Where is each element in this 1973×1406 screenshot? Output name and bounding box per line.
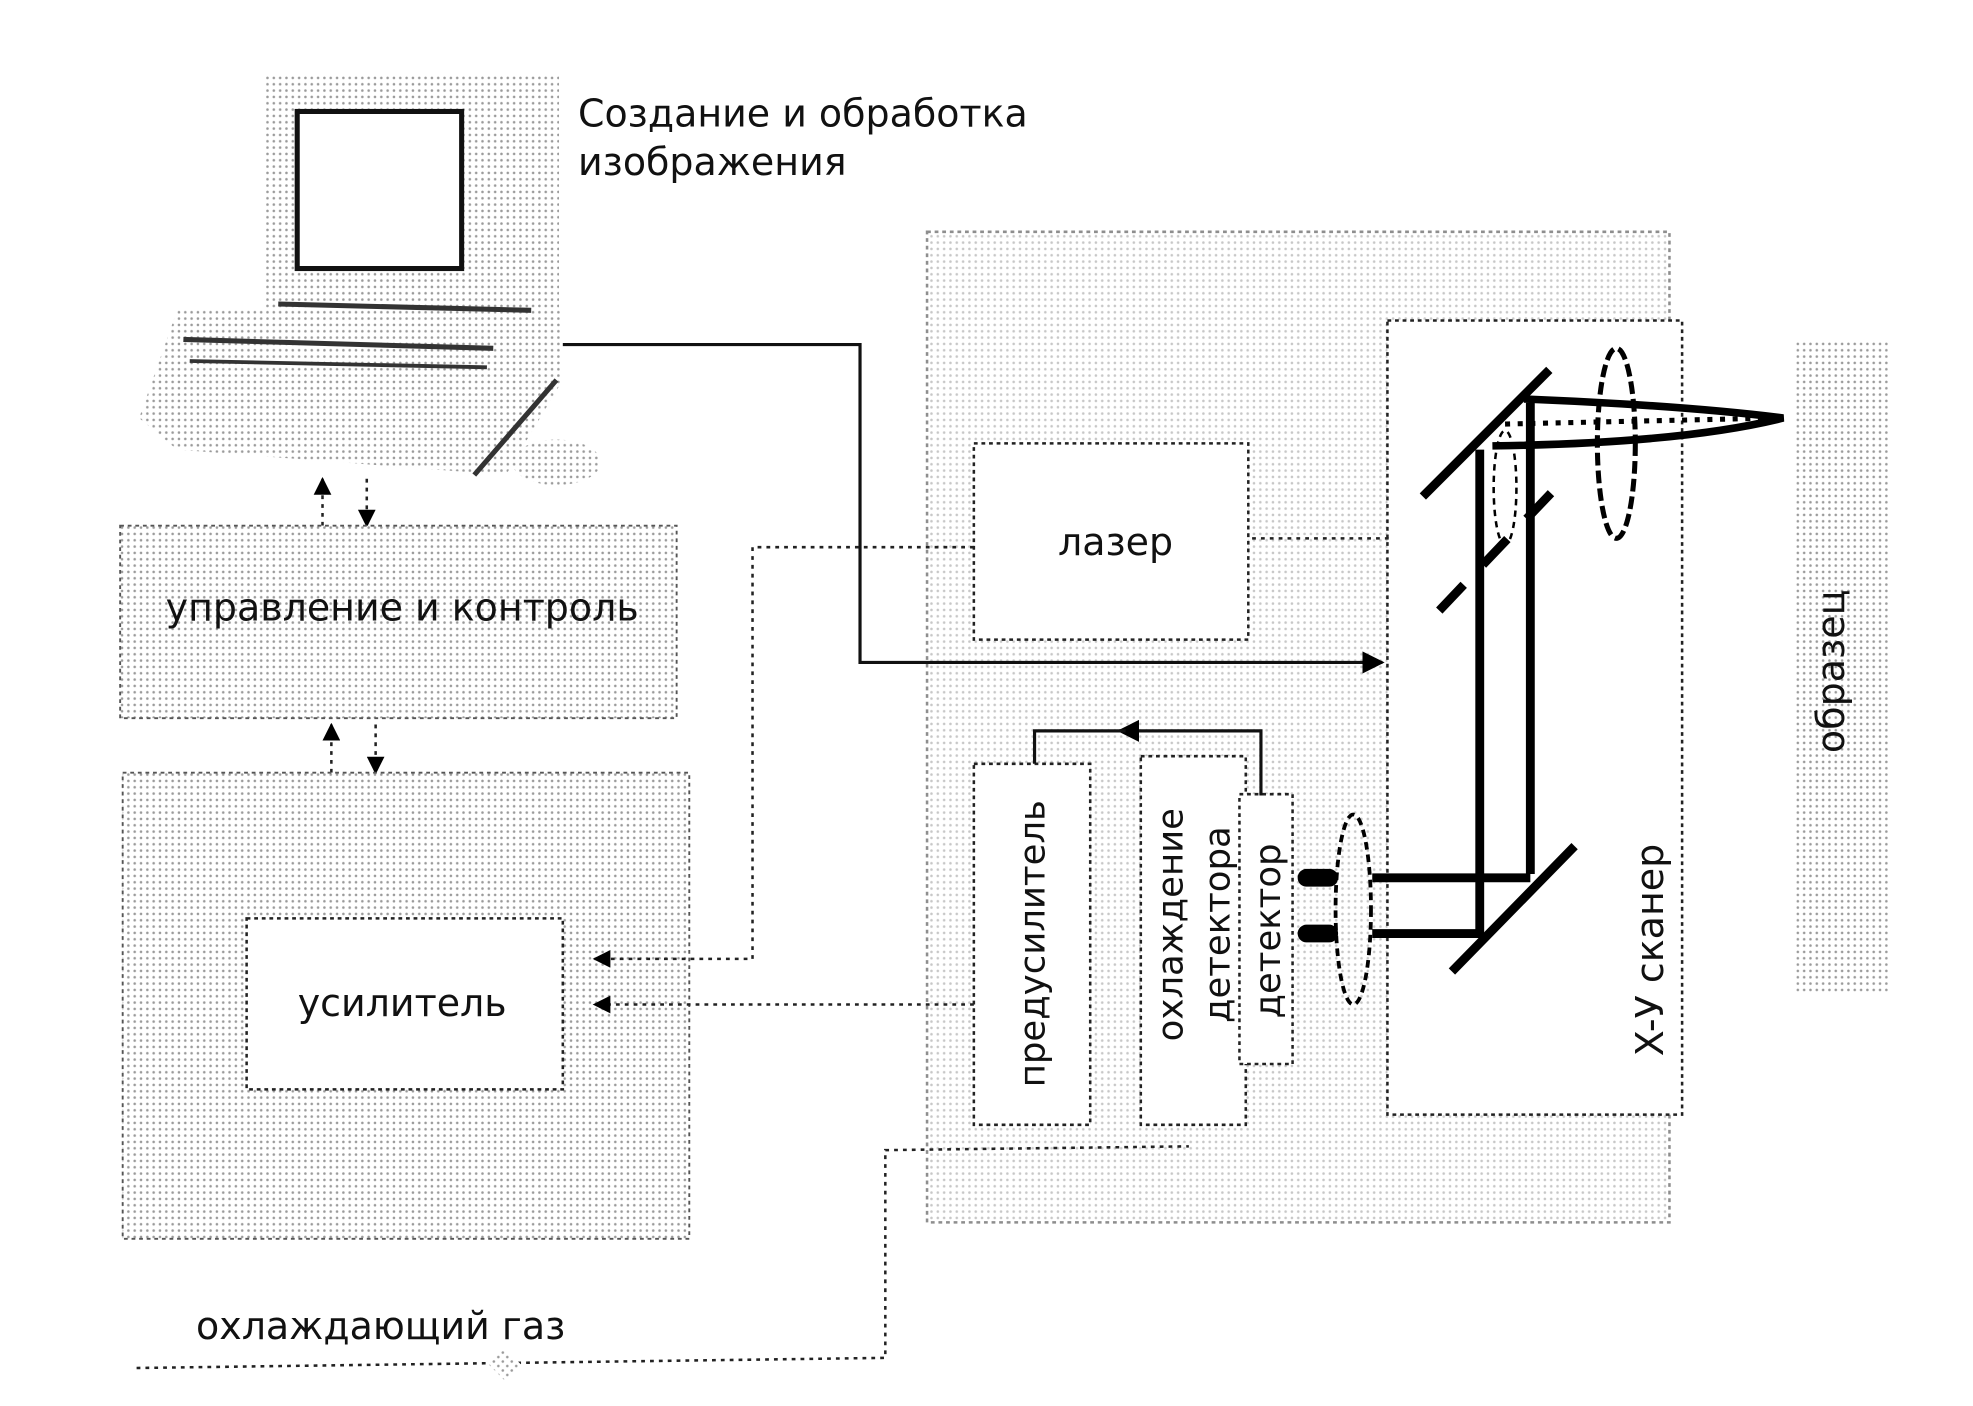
sample (1793, 342, 1891, 995)
laser-to-amplifier-line (592, 545, 974, 968)
preamplifier-box (972, 762, 1092, 1127)
amplifier-box (245, 917, 565, 1091)
computer-caption-line1: Создание и обработка (578, 92, 1028, 136)
control-box (119, 524, 678, 720)
detector-cooling-label-line2: детектора (1197, 826, 1238, 1023)
detector-to-preamp-line-end (1032, 729, 1126, 764)
detector-cooling-box (1139, 754, 1248, 1127)
scanner-label: X-У сканер (1628, 844, 1672, 1057)
lens-icon (1333, 812, 1373, 1007)
detector-cooling-label-line1: охлаждение (1151, 808, 1192, 1041)
computer-to-scanner-line (562, 342, 1385, 674)
cooling-gas-label: охлаждающий газ (196, 1304, 565, 1348)
detector-label: детектор (1248, 843, 1289, 1018)
preamplifier-label: предусилитель (1013, 800, 1054, 1087)
control-label: управление и контроль (166, 586, 639, 630)
lens-icon (1492, 429, 1518, 546)
laser-label: лазер (1058, 520, 1173, 564)
computer-icon (139, 76, 601, 486)
amplifier-label: усилитель (298, 981, 507, 1025)
detector-to-preamp-line (1117, 719, 1263, 796)
valve-icon (488, 1348, 521, 1381)
lens-icon (1594, 345, 1638, 541)
detector-box (1238, 792, 1294, 1066)
sample-label: образец (1809, 590, 1853, 754)
laser-box (972, 442, 1250, 641)
computer-caption-line2: изображения (578, 140, 847, 184)
